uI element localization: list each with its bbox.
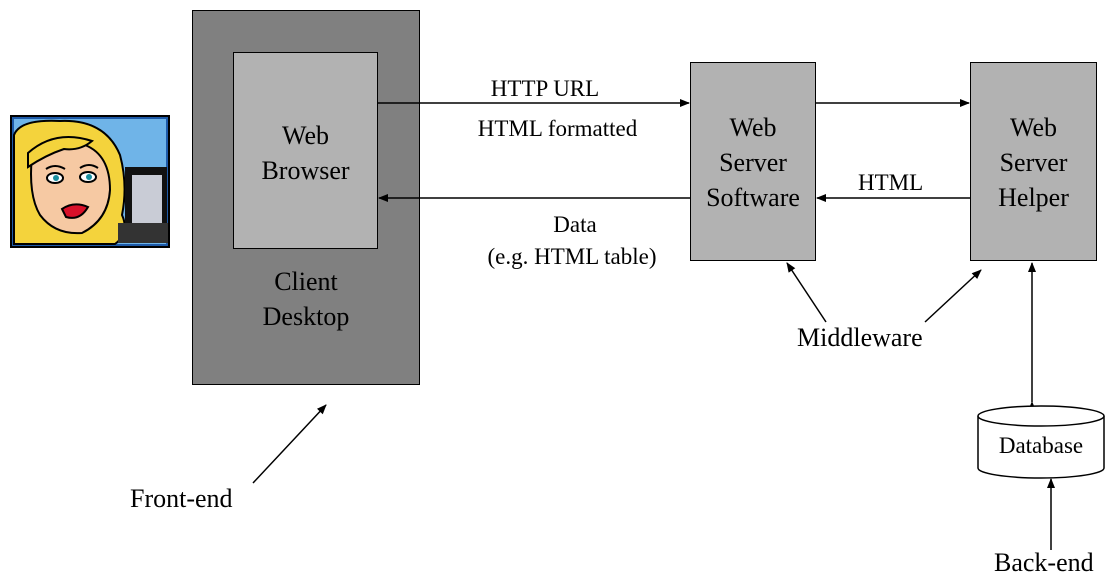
- back-end-label: Back-end: [994, 548, 1094, 577]
- http-url-label: HTTP URL: [490, 76, 600, 101]
- web-server-helper-box: Web Server Helper: [970, 62, 1097, 261]
- middleware-to-helper-arrow: [924, 269, 982, 323]
- middleware-label: Middleware: [797, 323, 923, 352]
- web-server-helper-label: Web Server Helper: [998, 113, 1069, 212]
- database-cylinder: [977, 405, 1105, 479]
- web-browser-label: Web Browser: [261, 121, 350, 185]
- html-label: HTML: [858, 170, 924, 195]
- web-server-software-label: Web Server Software: [706, 113, 800, 212]
- front-end-arrow: [252, 404, 327, 484]
- database-label: Database: [998, 433, 1084, 458]
- web-browser-box: Web Browser: [233, 52, 378, 249]
- woman-at-computer-icon: [10, 115, 170, 248]
- web-server-software-box: Web Server Software: [690, 62, 816, 261]
- client-desktop-label: Client Desktop: [262, 267, 350, 331]
- data-label: Data: [553, 212, 597, 237]
- middleware-to-server-arrow: [786, 262, 827, 323]
- front-end-label: Front-end: [130, 484, 233, 513]
- data-example-label: (e.g. HTML table): [487, 244, 657, 269]
- html-formatted-label: HTML formatted: [477, 116, 638, 141]
